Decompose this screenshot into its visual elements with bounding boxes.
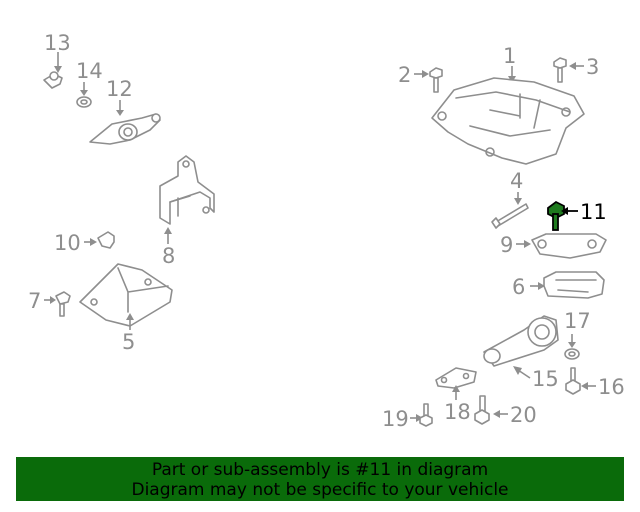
part-5-engine-mount[interactable]	[79, 263, 173, 330]
part-17-washer[interactable]	[564, 334, 580, 360]
part-10-clip[interactable]	[84, 231, 115, 249]
callout-11[interactable]: 11	[580, 200, 607, 224]
callout-19[interactable]: 19	[382, 407, 409, 431]
callout-4[interactable]: 4	[510, 169, 523, 193]
parts-diagram: 13 14 12 8 10 5	[28, 31, 625, 431]
part-16-bolt[interactable]	[565, 367, 596, 395]
notice-line-2: Diagram may not be specific to your vehi…	[131, 480, 509, 500]
part-20-bolt[interactable]	[474, 395, 508, 425]
part-18-small-bracket[interactable]	[435, 367, 477, 400]
part-11-bolt-highlighted[interactable]	[547, 200, 578, 231]
part-15-rear-mount[interactable]	[483, 315, 559, 379]
part-8-bracket[interactable]	[159, 155, 215, 244]
callout-9[interactable]: 9	[500, 233, 513, 257]
callout-6[interactable]: 6	[512, 275, 525, 299]
part-12-torque-rod[interactable]	[89, 100, 161, 145]
callout-3[interactable]: 3	[586, 55, 599, 79]
part-3-bolt[interactable]	[553, 57, 584, 83]
callout-7[interactable]: 7	[28, 289, 41, 313]
callout-18[interactable]: 18	[444, 400, 471, 424]
part-1-main-bracket[interactable]	[431, 66, 585, 165]
part-7-bolt[interactable]	[44, 291, 71, 317]
part-14-washer[interactable]	[76, 82, 92, 108]
callout-2[interactable]: 2	[398, 63, 411, 87]
part-19-bolt[interactable]	[410, 403, 433, 427]
part-13-clip[interactable]	[43, 52, 63, 89]
callout-10[interactable]: 10	[54, 231, 81, 255]
callout-13[interactable]: 13	[44, 31, 71, 55]
part-4-long-bolt[interactable]	[491, 192, 529, 229]
callout-8[interactable]: 8	[162, 244, 175, 268]
notice-banner: Part or sub-assembly is #11 in diagram D…	[16, 457, 624, 501]
callout-5[interactable]: 5	[122, 330, 135, 354]
callout-16[interactable]: 16	[598, 375, 625, 399]
notice-line-1: Part or sub-assembly is #11 in diagram	[151, 460, 489, 480]
part-2-bolt[interactable]	[414, 67, 443, 93]
callout-15[interactable]: 15	[532, 367, 559, 391]
callout-12[interactable]: 12	[106, 77, 133, 101]
callout-14[interactable]: 14	[76, 59, 103, 83]
part-9-link[interactable]	[516, 233, 607, 259]
callout-17[interactable]: 17	[564, 309, 591, 333]
callout-20[interactable]: 20	[510, 403, 537, 427]
callout-1[interactable]: 1	[503, 44, 516, 68]
part-6-insulator[interactable]	[530, 271, 605, 299]
